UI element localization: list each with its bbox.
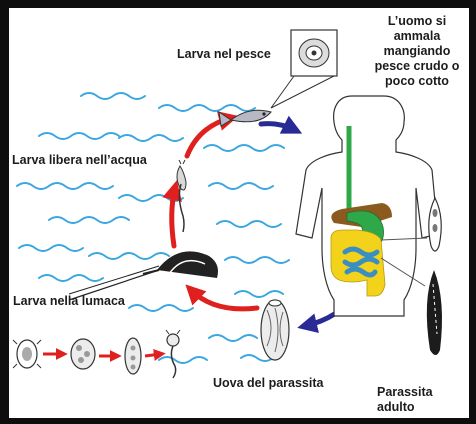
arrow-fish-to-human	[261, 124, 295, 130]
stage-sporocyst	[71, 339, 95, 369]
label-parasite-eggs: Uova del parassita	[213, 376, 323, 391]
stage-miracidium	[13, 340, 41, 368]
stage-redia	[125, 338, 141, 374]
label-larva-in-snail: Larva nella lumaca	[13, 294, 125, 309]
parasite-egg	[261, 300, 289, 360]
arrow-snail-to-free-larva	[172, 188, 175, 246]
free-larva	[177, 160, 186, 232]
label-human-infection-line: mangiando	[365, 44, 469, 59]
cycle-arrows	[172, 118, 257, 309]
label-human-infection-line: pesce crudo o	[365, 59, 469, 74]
stage-arrows	[43, 354, 161, 356]
label-free-larva: Larva libera nell’acqua	[12, 153, 147, 168]
label-human-infection-line: ammala	[365, 29, 469, 44]
larval-stages	[13, 330, 180, 378]
label-adult-parasite: Parassita adulto	[377, 385, 469, 415]
label-human-infection: L’uomo si ammala mangiando pesce crudo o…	[365, 14, 469, 89]
diagram-panel: Larva nel pesce Larva libera nell’acqua …	[9, 8, 469, 418]
water-waves	[17, 93, 289, 363]
adult-parasite-large	[427, 270, 442, 355]
label-human-infection-line: L’uomo si	[365, 14, 469, 29]
cyst-inset	[271, 30, 337, 108]
stage-cercaria	[166, 330, 180, 378]
label-larva-in-fish: Larva nel pesce	[177, 47, 271, 62]
label-human-infection-line: poco cotto	[365, 74, 469, 89]
